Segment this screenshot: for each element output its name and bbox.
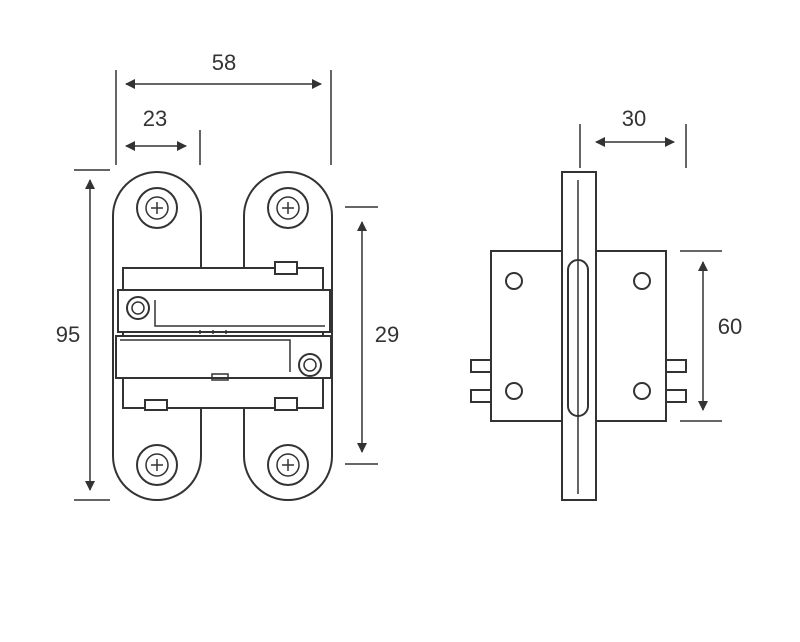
side-height-label: 60 xyxy=(718,314,742,339)
hinge-mechanism xyxy=(115,261,332,411)
dimension-body-height: 29 xyxy=(345,206,399,465)
screw-hole-bottom-right xyxy=(267,444,309,486)
depth-label: 30 xyxy=(622,106,646,131)
dimension-side-height: 60 xyxy=(680,250,742,422)
overall-height-label: 95 xyxy=(56,322,80,347)
dimension-overall-height: 95 xyxy=(56,169,110,501)
hinge-side-view xyxy=(470,171,687,501)
side-plate-right xyxy=(595,250,667,422)
dimension-depth: 30 xyxy=(579,106,687,168)
leaf-width-label: 23 xyxy=(143,106,167,131)
side-plate-left xyxy=(490,250,564,422)
overall-width-label: 58 xyxy=(212,50,236,75)
screw-hole-top-left xyxy=(136,187,178,229)
dimension-leaf-width: 23 xyxy=(125,106,201,165)
hinge-front-view xyxy=(112,171,333,501)
screw-hole-top-right xyxy=(267,187,309,229)
body-height-label: 29 xyxy=(375,322,399,347)
dimension-overall-width: 58 xyxy=(115,50,332,165)
screw-hole-bottom-left xyxy=(136,444,178,486)
